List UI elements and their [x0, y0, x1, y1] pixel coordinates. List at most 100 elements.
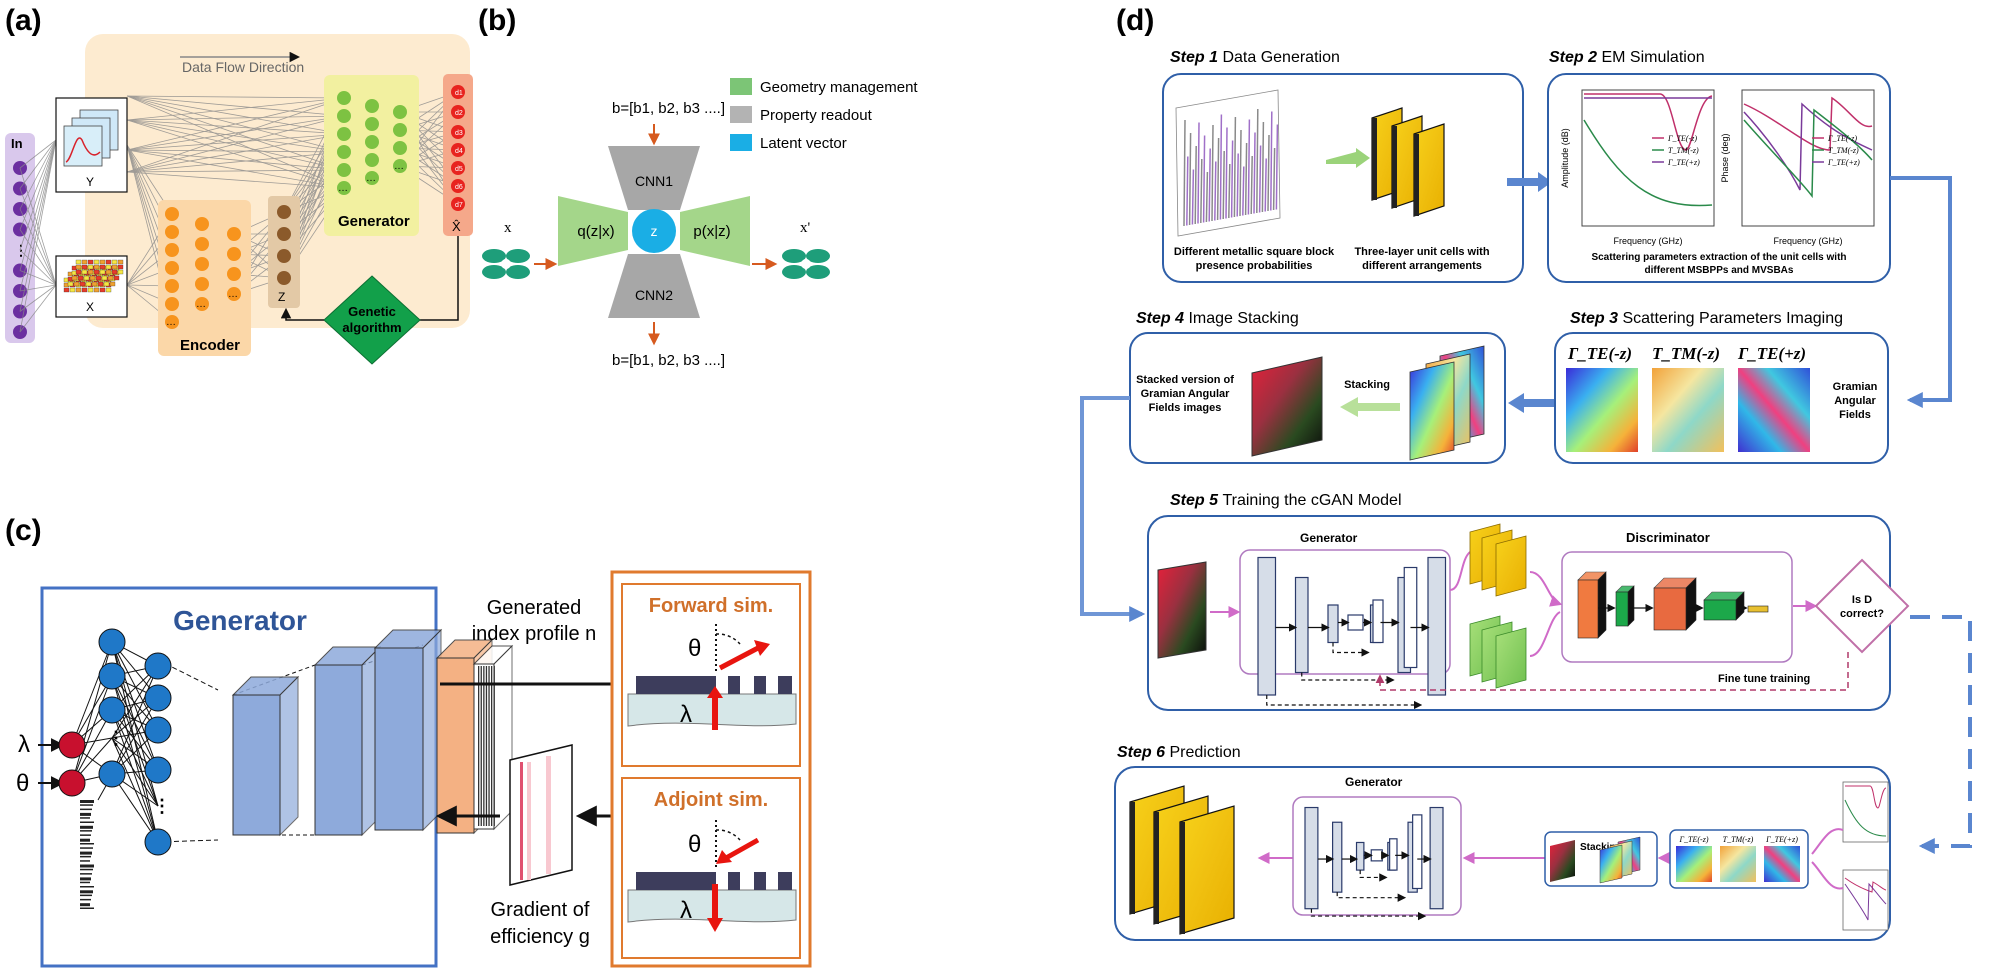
b-top-label: b=[b1, b2, b3 ....] — [612, 100, 725, 117]
in-to-y-line — [19, 139, 57, 210]
phase-curve — [1743, 108, 1873, 199]
box-to-gen-line — [126, 149, 345, 153]
panel-b-label: (b) — [478, 4, 516, 37]
box-to-gen-line — [126, 115, 345, 151]
barcode-line — [80, 834, 91, 836]
c-line — [111, 697, 159, 775]
bar — [1247, 119, 1251, 215]
box-to-gen-line — [126, 95, 345, 99]
in-to-x-line — [19, 208, 57, 286]
amp-legend-text: Γ_TE(-z) — [1667, 134, 1697, 143]
step2-to-step3-arrow — [1890, 176, 1952, 408]
unit-cell-edge — [1414, 134, 1419, 216]
step5-outputs — [1449, 523, 1563, 689]
d-node — [451, 143, 465, 157]
step6-gaf-label: Γ_TE(+z) — [1765, 835, 1798, 844]
panel-a-label: (a) — [5, 4, 42, 37]
c-line — [71, 675, 113, 784]
c-hidden-node — [98, 628, 126, 656]
legend-swatch — [730, 78, 752, 95]
generator-label: Generator — [338, 213, 410, 230]
step6-gaf-image — [1676, 846, 1712, 882]
adjoint-grating — [728, 872, 740, 890]
barcode-line — [80, 873, 92, 875]
conv-block — [374, 647, 424, 831]
adjoint-grating — [778, 872, 792, 890]
x-tile — [111, 269, 118, 275]
box-to-gen-line — [126, 97, 345, 173]
step4-left2: Gramian Angular — [1141, 388, 1231, 400]
x-tile — [101, 275, 108, 281]
generator-node — [393, 141, 407, 155]
noise-barcode — [80, 800, 94, 909]
forward-box — [621, 583, 801, 767]
step5-unet-bottleneck — [1347, 614, 1364, 631]
block-side — [279, 675, 299, 837]
bar — [1188, 132, 1192, 226]
barcode-line — [80, 838, 90, 842]
gradient-line2: efficiency g — [490, 926, 590, 948]
x-tile — [103, 281, 110, 287]
ga-line1: Genetic — [348, 304, 396, 319]
c-input-node — [58, 731, 86, 759]
adjoint-out-head — [707, 918, 723, 932]
p-label: p(x|z) — [693, 223, 730, 240]
ellipsis: … — [366, 173, 376, 184]
c-line — [71, 641, 113, 746]
box-to-gen-line — [126, 97, 345, 151]
step4-title: Step 4 Image Stacking — [1136, 310, 1299, 327]
generator-node — [365, 99, 379, 113]
predicted-cell — [1179, 805, 1235, 935]
panel-b: (b) b=[b1, b2, b3 ....] CNN1 CNN2 q(z|x)… — [478, 4, 918, 369]
disc-layer-3 — [1653, 587, 1687, 631]
amp-ylabel: Amplitude (dB) — [1560, 128, 1570, 188]
encoder-node — [165, 243, 179, 257]
y-plot-front — [63, 125, 103, 167]
legend-label: Geometry management — [760, 79, 918, 96]
x-tile — [75, 264, 82, 270]
gaf-image — [1566, 368, 1638, 452]
z-node — [277, 271, 291, 285]
box-to-gen-line — [126, 95, 345, 135]
profile-stripe — [488, 666, 490, 826]
phase-xlabel: Frequency (GHz) — [1773, 236, 1842, 246]
forward-out-arrow — [718, 645, 760, 671]
decoder-p-shape — [680, 196, 750, 266]
c-line — [111, 709, 159, 843]
input-shape — [482, 249, 530, 279]
x-output-label: x' — [800, 220, 811, 236]
disc-layer-2-side — [1627, 585, 1635, 627]
q-label: q(z|x) — [577, 223, 614, 240]
step6-unet-block — [1304, 806, 1319, 910]
step5-unet-block — [1327, 604, 1339, 644]
forward-in-head — [707, 686, 723, 698]
bar — [1256, 108, 1259, 214]
step5-unet-block — [1427, 556, 1447, 696]
step5-unet-skip-short — [1332, 642, 1370, 657]
ellipsis: ⋮ — [107, 728, 125, 748]
barcode-line — [80, 843, 94, 845]
barcode-line — [80, 868, 93, 871]
legend-swatch — [730, 134, 752, 151]
ga-line2: algorithm — [342, 320, 401, 335]
d-node-label: d5 — [455, 166, 463, 173]
ellipsis: ⋮ — [153, 796, 171, 816]
generator-node — [337, 145, 351, 159]
step4-stacked-image — [1251, 356, 1323, 457]
bar — [1225, 127, 1228, 219]
encoder-node — [227, 247, 241, 261]
c-hidden-node — [144, 652, 172, 680]
cnn1-shape — [608, 146, 700, 210]
step6-amp-curve — [1845, 785, 1887, 809]
c-hidden-node — [98, 696, 126, 724]
barcode-line — [80, 855, 91, 858]
adjoint-grating — [754, 872, 766, 890]
disc-layer-2 — [1615, 591, 1629, 627]
x-tile — [105, 259, 112, 265]
in-to-x-line — [19, 284, 57, 292]
bar — [1211, 124, 1214, 222]
barcode-line — [80, 808, 92, 811]
x-tile — [71, 275, 78, 281]
x-tile — [99, 269, 106, 275]
